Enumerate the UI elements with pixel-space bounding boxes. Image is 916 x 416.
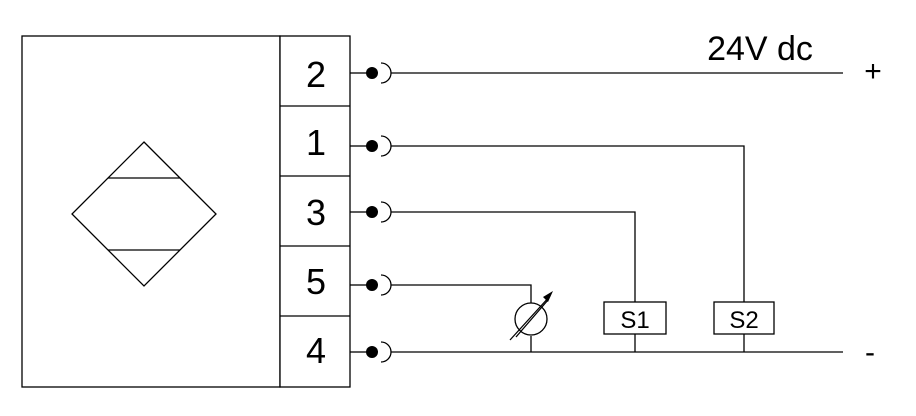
switch-s2-label: S2 — [729, 307, 758, 334]
connector-terminal-5 — [350, 274, 392, 296]
switch-s2-box — [713, 301, 775, 335]
positive-terminal-label: + — [864, 55, 882, 88]
connector-terminal-3 — [350, 201, 392, 223]
terminal-label-5: 5 — [306, 261, 326, 302]
connector-terminal-4 — [350, 341, 392, 363]
wire-terminal-3-to-s1 — [391, 211, 636, 302]
connector-terminal-2 — [350, 62, 392, 84]
negative-terminal-label: - — [865, 336, 875, 369]
terminal-label-1: 1 — [306, 122, 326, 163]
connector-terminal-1 — [350, 135, 392, 157]
wire-terminal-1-to-s2 — [391, 145, 745, 302]
switch-s1-label: S1 — [620, 307, 649, 334]
sensor-symbol-icon — [71, 141, 217, 287]
wire-terminal-5-to-meter — [391, 284, 532, 303]
meter-icon — [509, 291, 553, 341]
switch-s1-box — [603, 301, 667, 335]
terminal-label-2: 2 — [306, 54, 326, 95]
supply-voltage-label: 24V dc — [707, 30, 813, 68]
sensor-body — [21, 35, 281, 388]
terminal-label-3: 3 — [306, 192, 326, 233]
terminal-block — [279, 35, 351, 388]
terminal-label-4: 4 — [306, 330, 326, 371]
